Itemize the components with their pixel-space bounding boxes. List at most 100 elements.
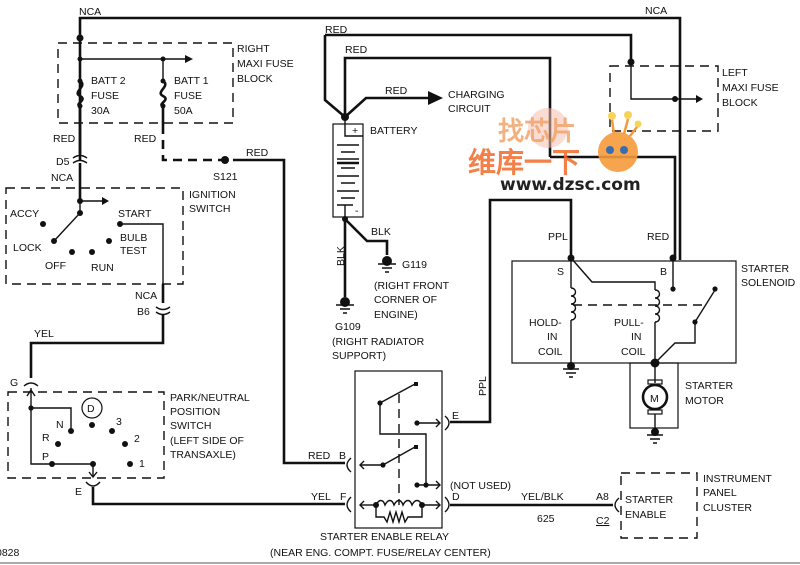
arrow-icon: [696, 95, 703, 103]
connector-b-label: B: [339, 450, 346, 462]
fuse-batt1-label-1: BATT 1: [174, 75, 209, 87]
cluster-inner-label-1: STARTER: [625, 494, 673, 506]
arrow-icon: [185, 55, 193, 63]
junction: [28, 405, 34, 411]
pn-label-p: P: [42, 451, 49, 463]
hold-coil-label-3: COIL: [538, 346, 563, 358]
left-fuse-block-label-2: MAXI FUSE: [722, 82, 779, 94]
ignition-switch-label-1: IGNITION: [189, 189, 236, 201]
wire-label-red-charge: RED: [385, 85, 408, 97]
left-fuse-block-label-3: BLOCK: [722, 97, 758, 109]
ground-icon: [563, 362, 579, 378]
wire-red-1: [323, 35, 346, 118]
pn-position-p: [49, 461, 55, 467]
wire-label-yel: YEL: [34, 328, 54, 340]
splice-s121: [221, 156, 229, 164]
relay-label-2: (NEAR ENG. COMPT. FUSE/RELAY CENTER): [270, 547, 491, 559]
arrow-icon: [428, 91, 443, 105]
contact-point: [414, 382, 418, 386]
ground-g119-label-1: (RIGHT FRONT: [374, 280, 450, 292]
pn-switch-label-5: TRANSAXLE): [170, 449, 236, 461]
wire-label-yel-f: YEL: [311, 491, 331, 503]
wire-red-charge: [344, 96, 428, 118]
left-fuse-block-label-1: LEFT: [722, 67, 748, 79]
connector-g-icon: [23, 382, 39, 387]
ignition-pos-lock: LOCK: [13, 242, 42, 254]
ignition-pos-run: RUN: [91, 262, 114, 274]
wire-label-red-1: RED: [325, 24, 348, 36]
solenoid-label-1: STARTER: [741, 263, 789, 275]
hold-coil-label-1: HOLD-: [529, 317, 562, 329]
pn-label-3: 3: [116, 416, 122, 428]
relay-not-used-label: (NOT USED): [450, 480, 511, 492]
ground-g119-label-2: CORNER OF: [374, 294, 437, 306]
ground-g109-id: G109: [335, 321, 361, 333]
ignition-switch-label-2: SWITCH: [189, 203, 230, 215]
wire-label-625: 625: [537, 513, 555, 525]
watermark-logo-icon: [528, 108, 568, 148]
hold-coil-label-2: IN: [547, 331, 558, 343]
arrow-icon: [359, 460, 365, 470]
connector-d5-icon: [72, 154, 88, 159]
connector-d-icon: [444, 496, 450, 513]
wire-red-s121: [233, 158, 345, 465]
park-neutral-switch-box: [7, 391, 165, 479]
connector-b6-label: B6: [137, 306, 150, 318]
wire-ppl: [450, 198, 573, 424]
cluster-label-3: CLUSTER: [703, 502, 752, 514]
pn-switch-label-4: (LEFT SIDE OF: [170, 435, 244, 447]
wire-label-red-s121: RED: [246, 147, 269, 159]
ground-g109-label-2: SUPPORT): [332, 350, 386, 362]
figure-id: 0828: [0, 547, 20, 559]
pn-label-1: 1: [139, 458, 145, 470]
pn-switch-label-2: POSITION: [170, 406, 220, 418]
solenoid-terminal-s: S: [557, 266, 564, 278]
connector-e-pn-label: E: [75, 486, 82, 498]
pn-common-wire: [30, 388, 93, 465]
right-maxi-fuse-block-box: [57, 42, 234, 124]
watermark: 找芯片 维库一下 www.dzsc.com: [468, 108, 642, 195]
contact-point: [414, 445, 418, 449]
pn-position-2: [122, 441, 128, 447]
battery-label: BATTERY: [370, 125, 417, 137]
fuse-batt1-icon: [159, 78, 167, 109]
pn-label-2: 2: [134, 433, 140, 445]
position-off: [69, 249, 75, 255]
position-run: [89, 249, 95, 255]
starter-motor-label-1: STARTER: [685, 380, 733, 392]
ignition-switch-arm: [53, 201, 81, 242]
position-bulb-test: [106, 238, 112, 244]
motor-feed: [654, 322, 696, 364]
wire-label-blk-2: BLK: [371, 226, 391, 238]
cluster-inner-label-2: ENABLE: [625, 509, 666, 521]
wire-yel: [29, 314, 165, 378]
connector-a8-icon: [614, 497, 620, 513]
pn-position-d: [89, 422, 95, 428]
starter-motor-box: [629, 362, 679, 429]
fuse-batt2-label-3: 30A: [91, 105, 110, 117]
connector-d-label: D: [452, 491, 460, 503]
junction: [670, 286, 676, 292]
fuse-batt2-label-2: FUSE: [91, 90, 119, 102]
watermark-url: www.dzsc.com: [500, 175, 641, 195]
junction: [76, 34, 84, 42]
solenoid-contact: [694, 289, 716, 323]
connector-d5-label: D5: [56, 156, 70, 168]
pn-position-n: [68, 428, 74, 434]
solenoid-label-2: SOLENOID: [741, 277, 796, 289]
starter-motor-icon: [641, 363, 669, 432]
relay-label-1: STARTER ENABLE RELAY: [320, 531, 449, 543]
wire-label-ppl-2: PPL: [477, 376, 489, 396]
arrow-icon: [88, 471, 98, 479]
connector-g-label: G: [10, 377, 18, 389]
arrow-icon: [435, 480, 441, 490]
pull-coil-lead: [570, 257, 656, 290]
starter-motor-symbol: M: [650, 393, 659, 405]
connector-e-pn-icon: [85, 481, 101, 487]
connector-d5-icon-2: [72, 159, 88, 164]
arrow-icon: [435, 418, 441, 428]
junction: [51, 238, 57, 244]
ignition-pos-start: START: [118, 208, 152, 220]
ignition-bulb-label-2: TEST: [120, 245, 147, 257]
